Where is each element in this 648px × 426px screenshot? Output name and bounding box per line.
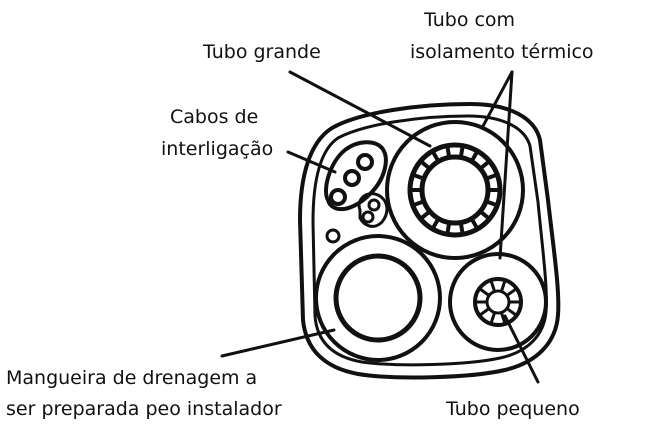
small-tube-insulation [448, 252, 548, 352]
large-tube-hatch-stroke [470, 217, 479, 231]
small-tube-insulation-hatch [474, 279, 522, 325]
label-tubo-pequeno: Tubo pequeno [446, 398, 580, 420]
label-tubo-isolamento-line1: Tubo com [424, 9, 516, 31]
large-tube-hatch-stroke [470, 149, 479, 163]
leader-tubo-pequeno [503, 314, 540, 384]
large-tube-hatch-stroke [479, 209, 491, 221]
small-tube-hatch-stroke [505, 307, 518, 317]
large-tube-inner-ring [419, 154, 491, 226]
label-cabos-line1: Cabos de [170, 106, 259, 128]
large-tube-hatch-stroke [458, 144, 465, 159]
drain-hose-outer [314, 234, 442, 362]
label-mangueira-line1: Mangueira de drenagem a [6, 367, 258, 389]
small-tube-hatch-stroke [489, 279, 497, 293]
large-tube-hatch-stroke [411, 173, 426, 181]
label-mangueira-line2: ser preparada peo instalador [6, 398, 282, 420]
inner-sheath [311, 114, 548, 367]
large-tube-hatch-stroke [484, 173, 499, 181]
large-tube-insulation-hatch [409, 144, 501, 236]
label-tubo-grande: Tubo grande [203, 41, 321, 63]
leader-tubo-grande [288, 70, 432, 148]
large-tube-hatch-stroke [484, 199, 499, 207]
cable-3 [329, 188, 347, 206]
cable-1 [356, 153, 374, 171]
leader-isolamento-a [480, 70, 514, 130]
small-tube-hatch-stroke [505, 287, 518, 297]
large-tube-hatch-stroke [419, 159, 431, 171]
wire-pair-sheath [357, 192, 389, 228]
small-tube-hatch-stroke [499, 279, 507, 293]
large-tube-hatch-stroke [458, 221, 465, 236]
large-tube-insulation [385, 120, 525, 260]
large-tube-hatch-stroke [479, 159, 491, 171]
large-tube-hatch-stroke [431, 217, 440, 231]
label-tubo-isolamento-line2: isolamento térmico [410, 41, 594, 63]
small-tube-hatch-stroke [499, 311, 507, 325]
leader-cabos [286, 150, 337, 174]
wire-a [367, 198, 381, 212]
wire-b [361, 210, 375, 224]
large-tube-hatch-stroke [445, 221, 452, 236]
large-tube-hatch-stroke [411, 199, 426, 207]
small-tube-hatch-stroke [489, 311, 497, 325]
cable-bundle [324, 140, 388, 212]
cable-2 [343, 169, 361, 187]
leader-isolamento-b [498, 70, 514, 260]
label-cabos-line2: interligação [161, 138, 274, 160]
large-tube-hatch-stroke [445, 144, 452, 159]
drain-hose-inner [333, 253, 423, 343]
filler-wire [325, 228, 341, 244]
leader-mangueira [220, 328, 336, 358]
large-tube-hatch-stroke [419, 209, 431, 221]
small-tube-inner-ring [485, 289, 511, 315]
small-tube-hatch-stroke [478, 287, 491, 297]
small-tube-hatch-stroke [478, 307, 491, 317]
large-tube-hatch-stroke [431, 149, 440, 163]
outer-sheath [298, 102, 561, 380]
